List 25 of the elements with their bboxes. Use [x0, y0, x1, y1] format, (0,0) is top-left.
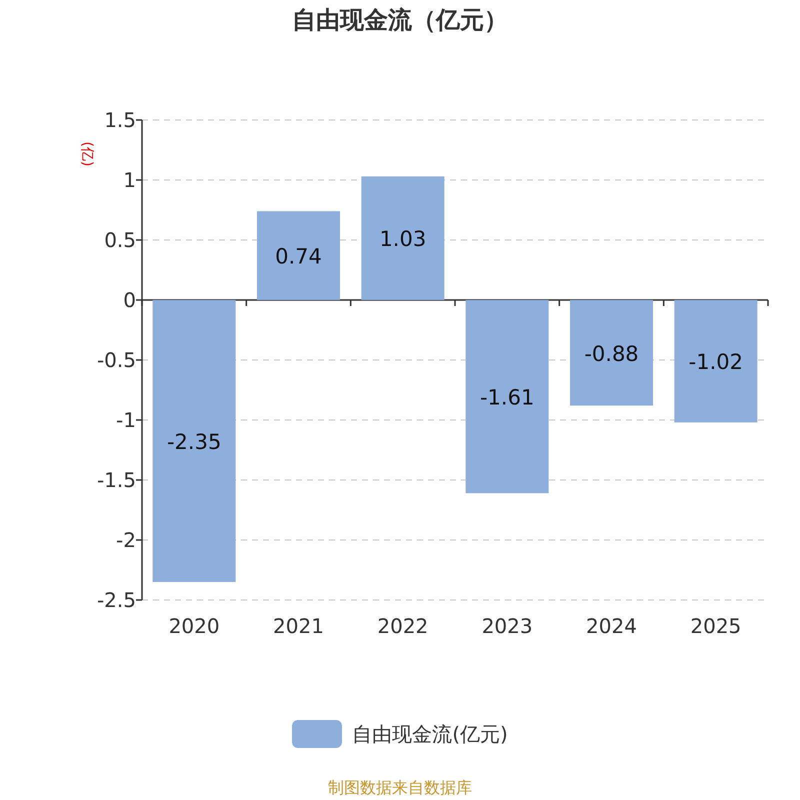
y-tick-label: -0.5: [96, 348, 136, 372]
x-tick-label: 2021: [273, 614, 324, 638]
x-tick-label: 2020: [168, 614, 220, 638]
y-tick-label: 1: [123, 168, 136, 192]
y-tick-label: -1: [116, 408, 136, 432]
x-tick-label: 2024: [586, 614, 637, 638]
x-tick-label: 2022: [377, 614, 428, 638]
data-label: -0.88: [584, 342, 639, 366]
y-tick-label: 0.5: [104, 228, 136, 252]
y-tick-label: -2: [116, 528, 136, 552]
chart-title: 自由现金流（亿元）: [292, 5, 508, 36]
y-tick-label: -2.5: [96, 588, 136, 612]
source-note: 制图数据来自数据库: [328, 778, 472, 799]
y-tick-label: 1.5: [104, 108, 136, 132]
y-tick-label: 0: [123, 288, 136, 312]
y-tick-label: -1.5: [96, 468, 136, 492]
x-tick-label: 2023: [482, 614, 533, 638]
data-label: -1.61: [480, 386, 534, 410]
data-label: 0.74: [275, 244, 322, 269]
data-label: 1.03: [379, 227, 426, 252]
data-label: -2.35: [167, 430, 222, 454]
data-label: -1.02: [688, 350, 743, 374]
axis-title: (亿): [79, 142, 95, 166]
x-tick-label: 2025: [690, 614, 742, 638]
legend-label: 自由现金流(亿元): [352, 720, 508, 748]
